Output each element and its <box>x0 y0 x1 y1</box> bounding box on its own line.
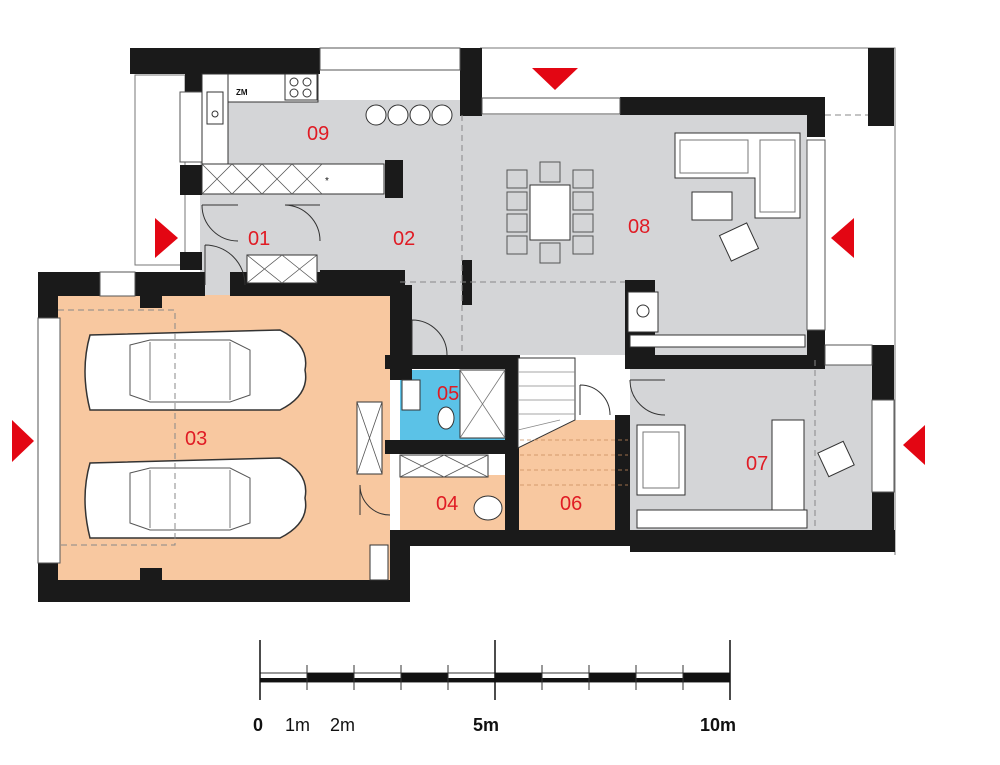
washbasin-icon <box>401 379 421 411</box>
armchair-icon <box>718 222 760 262</box>
armchair-icon <box>817 440 855 478</box>
bookshelf-icon <box>636 509 808 529</box>
window-study-side <box>871 399 895 493</box>
stool-icon <box>409 104 431 126</box>
room-labels: 01 02 03 04 05 06 07 08 09 <box>185 123 768 515</box>
room-number-07: 07 <box>746 453 768 475</box>
room-number-04: 04 <box>436 493 458 515</box>
entrance-arrow-icon <box>155 218 178 258</box>
car-icon <box>84 329 307 411</box>
room-number-02: 02 <box>393 228 415 250</box>
toilet-icon <box>437 406 455 430</box>
window-kitchen-side <box>179 91 203 163</box>
kitchen-fixtures: ZM * <box>201 73 453 195</box>
dining-table-icon <box>506 161 594 264</box>
window-garage <box>37 317 61 564</box>
sideboard-icon <box>629 334 806 348</box>
entrance-arrow-icon <box>831 218 854 258</box>
kitchen-counter-bottom <box>201 163 385 195</box>
scale-bar: 0 1m 2m 5m 10m <box>253 640 736 735</box>
entrance-arrow-icon <box>903 425 925 465</box>
door-swing <box>411 319 448 356</box>
door-swing <box>359 484 391 516</box>
kitchen-counter-side <box>201 73 229 165</box>
stool-icon <box>431 104 453 126</box>
scale-label-2m: 2m <box>330 715 355 735</box>
windows <box>37 47 895 564</box>
car-icon <box>84 457 307 539</box>
fridge-icon: * <box>325 176 329 187</box>
scale-label-1m: 1m <box>285 715 310 735</box>
door-swing <box>629 379 666 416</box>
floor-kitchen-hall <box>200 100 462 300</box>
utility-cabinet-icon <box>399 454 489 478</box>
staircase-icon <box>517 357 628 486</box>
doors <box>201 204 666 516</box>
garage-cabinet-icon <box>369 544 389 581</box>
scale-label-5m: 5m <box>473 715 499 735</box>
room-number-05: 05 <box>437 383 459 405</box>
floor-corridor <box>400 280 520 360</box>
sink-icon <box>206 91 224 125</box>
bathroom-fixtures <box>401 369 506 439</box>
desk-icon <box>771 419 805 511</box>
cooktop-icon <box>284 73 318 101</box>
window-kitchen <box>319 47 461 71</box>
coffee-table-icon <box>691 191 733 221</box>
room-number-06: 06 <box>560 493 582 515</box>
room-number-03: 03 <box>185 428 207 450</box>
scale-label-0: 0 <box>253 715 263 735</box>
window-garage-top <box>99 271 136 297</box>
door-swing <box>201 204 239 242</box>
room-number-01: 01 <box>248 228 270 250</box>
door-swing <box>204 244 246 286</box>
window-living-top <box>481 97 621 115</box>
toilet-icon <box>473 495 503 521</box>
room-number-08: 08 <box>628 216 650 238</box>
fireplace-icon <box>627 291 659 333</box>
entrance-arrow-icon <box>532 68 578 90</box>
terrace-right <box>480 47 896 555</box>
room-number-09: 09 <box>307 123 329 145</box>
window-study-top <box>824 344 873 366</box>
sofa-icon <box>674 132 801 219</box>
stool-icon <box>387 104 409 126</box>
stool-icon <box>365 104 387 126</box>
entrance-arrows <box>12 68 925 465</box>
entrance-arrow-icon <box>12 420 34 462</box>
sofa-bed-icon <box>636 424 686 496</box>
door-swing <box>284 204 321 242</box>
door-swing <box>579 384 611 416</box>
projection-lines <box>58 114 868 546</box>
wardrobe-icon <box>246 254 318 284</box>
zm-label: ZM <box>236 88 248 97</box>
scale-label-10m: 10m <box>700 715 736 735</box>
window-living-side <box>806 139 826 331</box>
